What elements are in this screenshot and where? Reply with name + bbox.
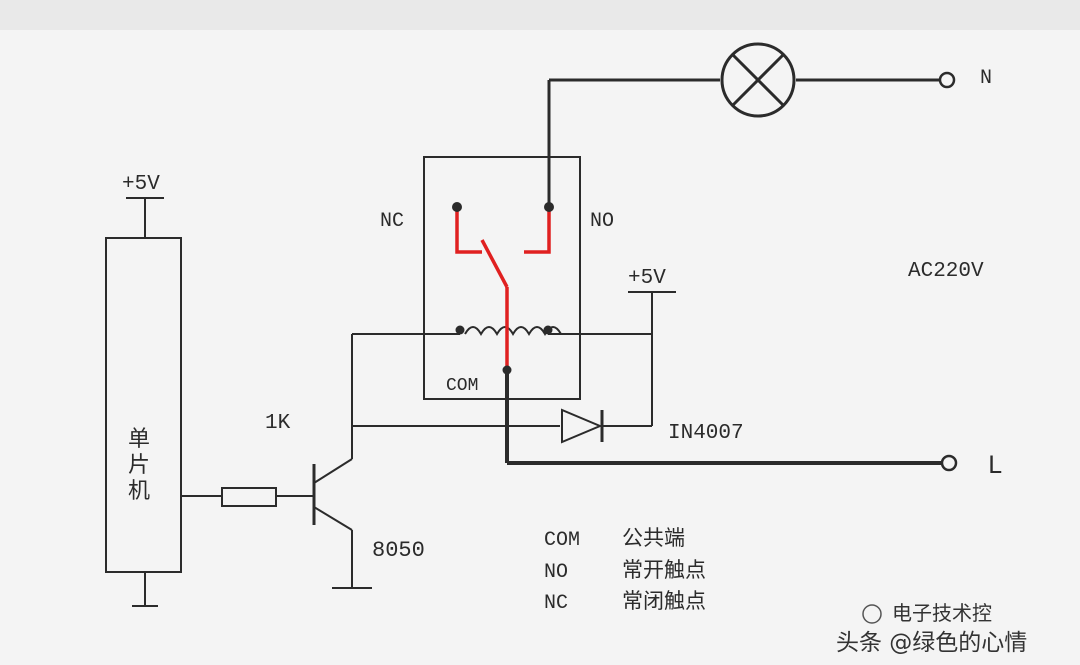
live-label: L — [988, 451, 1002, 479]
nc-contact — [455, 207, 482, 254]
nc-dot — [452, 202, 462, 212]
legend-key-com: COM — [544, 529, 580, 552]
coil-left-dot — [455, 325, 465, 335]
com-label: COM — [446, 376, 478, 396]
live-terminal — [940, 454, 958, 472]
relay-coil — [464, 326, 562, 337]
com-dot — [502, 365, 512, 375]
mcu-label-3: 机 — [128, 479, 150, 504]
coil-right-dot — [543, 325, 553, 335]
no-dot — [544, 202, 554, 212]
relay-body — [423, 156, 581, 400]
legend-key-nc: NC — [544, 592, 568, 615]
transistor-collector — [313, 458, 353, 484]
nc-label: NC — [380, 210, 404, 233]
neutral-terminal — [938, 71, 956, 89]
mcu-label-1: 单 — [128, 427, 150, 452]
legend-desc-no: 常开触点 — [622, 558, 706, 582]
resistor-label: 1K — [265, 412, 291, 435]
vcc-right-label: +5V — [628, 267, 666, 290]
no-contact — [524, 207, 551, 254]
lamp-cross-b — [731, 53, 785, 107]
ac-label: AC220V — [908, 260, 984, 283]
mcu-label-2: 片 — [128, 453, 150, 478]
mcu-block — [105, 237, 182, 573]
no-label: NO — [590, 210, 614, 233]
neutral-label: N — [980, 67, 992, 90]
legend-key-no: NO — [544, 561, 568, 584]
transistor-label: 8050 — [372, 538, 425, 563]
base-resistor — [221, 487, 277, 507]
legend-desc-com: 公共端 — [622, 526, 685, 550]
watermark: 电子技术控 头条 @绿色的心情 — [836, 601, 1027, 656]
flyback-diode — [561, 408, 603, 444]
watermark-logo-icon — [862, 604, 882, 624]
vcc-left-label: +5V — [122, 173, 160, 196]
top-bar — [0, 0, 1080, 30]
lamp — [720, 42, 796, 118]
diode-label: IN4007 — [668, 422, 744, 445]
transistor-emitter — [313, 506, 353, 531]
watermark-line1: 电子技术控 — [892, 601, 992, 625]
legend-desc-nc: 常闭触点 — [622, 589, 706, 613]
watermark-line2: 头条 @绿色的心情 — [836, 630, 1027, 656]
switch-arm — [480, 239, 509, 288]
legend: COM 公共端 NO 常开触点 NC 常闭触点 — [544, 526, 706, 615]
